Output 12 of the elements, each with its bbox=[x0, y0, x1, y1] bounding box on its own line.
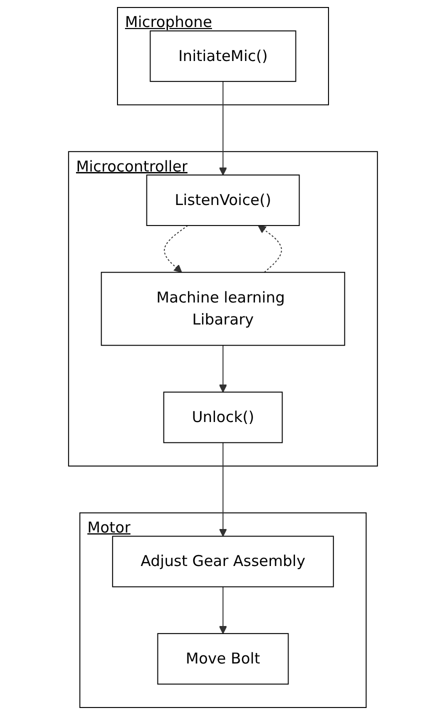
arrow bbox=[257, 225, 282, 273]
node-box: ListenVoice() bbox=[146, 174, 300, 226]
node-box: Unlock() bbox=[162, 392, 282, 444]
arrow bbox=[218, 442, 227, 537]
arrow bbox=[218, 586, 227, 634]
arrow bbox=[163, 225, 188, 273]
arrow bbox=[218, 344, 227, 392]
node-box: Move Bolt bbox=[156, 633, 288, 685]
node-box: InitiateMic() bbox=[149, 30, 296, 82]
node-box: Machine learning Libarary bbox=[100, 272, 345, 346]
arrow bbox=[218, 80, 227, 176]
node-box: Adjust Gear Assembly bbox=[112, 536, 334, 588]
